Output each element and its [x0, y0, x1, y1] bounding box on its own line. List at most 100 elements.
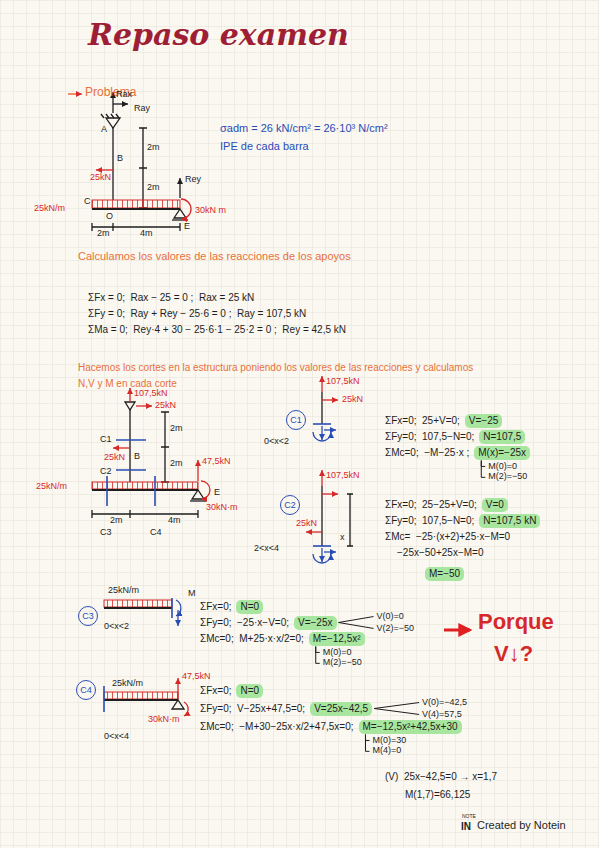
note-text: 107,5kN [326, 377, 360, 387]
free-body-c2 [313, 545, 331, 547]
cut-figure [113, 447, 130, 448]
note-text: M [188, 589, 196, 599]
leader-line [316, 647, 320, 664]
leader-line [366, 735, 370, 741]
note-text: Porque [478, 610, 554, 634]
note-text: M(4)=0 [373, 746, 402, 756]
cut-figure [107, 440, 155, 506]
section-circle: C4 [76, 680, 96, 700]
structure-figure [92, 208, 180, 210]
note-text: 0<x<4 [104, 732, 129, 742]
note-text: ΣFy=0; 107,5−N=0; [385, 431, 474, 442]
note-text: B [117, 154, 123, 164]
structure-figure [101, 114, 119, 118]
note-text: (V) 25x−42,5=0 → x=1,7 [385, 771, 497, 782]
node-text: V=−25x [298, 617, 332, 628]
note-text: M(0)=0 [488, 462, 517, 472]
free-body-c3 [104, 607, 172, 609]
note-text: 4m [140, 229, 153, 239]
note-text: Rax [116, 90, 132, 100]
free-body-c2 [313, 554, 331, 563]
heading-arrow [68, 94, 82, 95]
note-text: ΣFx=0; 25+V=0; [385, 415, 460, 426]
leader-line [374, 703, 419, 709]
leader-line [374, 709, 419, 715]
note-text: ΣMc=0; −M+30−25x·x/2+47,5x=0; [200, 721, 354, 732]
structure-figure [92, 200, 180, 208]
leader-line [481, 461, 485, 467]
free-body-c2 [306, 470, 353, 563]
note-text: IN [461, 821, 471, 832]
heading-arrow [68, 93, 82, 95]
cut-figure [129, 410, 130, 482]
note-text: 0<x<2 [104, 622, 129, 632]
result-highlight: N=107,5 kN [479, 514, 540, 528]
note-text: ΣFy=0; 107,5−N=0; [385, 515, 474, 526]
note-text: V(0)=0 [377, 612, 404, 622]
note-text: σadm = 26 kN/cm² = 26·10³ N/cm² [220, 122, 388, 134]
note-text: 25kN [342, 395, 363, 405]
note-text: C [84, 197, 91, 207]
note-text: 107,5kN [326, 471, 360, 481]
note-text: C2 [100, 467, 112, 477]
note-text: 30kN m [195, 206, 226, 216]
free-body-c1 [313, 432, 331, 441]
note-text: ΣFx=0; [200, 601, 231, 612]
cut-figure [92, 388, 210, 518]
node-text: C1 [290, 416, 302, 425]
node-text: C4 [80, 686, 92, 695]
note-text: Created by Notein [477, 819, 566, 831]
node-text: N=107,5 [483, 431, 521, 442]
result-highlight: N=0 [236, 600, 263, 614]
free-body-c4 [184, 702, 188, 716]
node-text: N=0 [240, 601, 259, 612]
note-text: Hacemos los cortes en la estructura poni… [78, 362, 473, 373]
free-body-c2 [321, 470, 322, 486]
note-text: M(0)=30 [373, 736, 407, 746]
note-text: 30kN·m [148, 715, 180, 725]
cut-figure [129, 388, 130, 402]
note-text: NOTE [462, 814, 476, 820]
structure-figure [174, 209, 186, 218]
node-text: N=0 [240, 685, 259, 696]
note-text: 25kN/m [34, 204, 65, 214]
node-text: C2 [284, 501, 296, 510]
note-text: Rey [185, 175, 201, 185]
structure-figure [172, 219, 188, 220]
page-title: Repaso examen [88, 18, 349, 51]
node-text: M=−50 [429, 568, 460, 579]
question-arrow [444, 629, 470, 632]
note-text: 25kN/m [108, 586, 139, 596]
result-highlight: V=25x−42,5 [310, 702, 372, 716]
note-text: ΣFy=0; V−25x+47,5=0; [200, 703, 305, 714]
cut-figure [161, 412, 169, 482]
note-text: E [184, 222, 190, 232]
cut-figure [201, 481, 210, 499]
result-highlight: V=−25x [294, 616, 336, 630]
note-text: 25kN [296, 519, 317, 529]
note-text: ΣFx=0; [200, 685, 231, 696]
result-highlight: N=0 [236, 684, 263, 698]
free-body-c1 [313, 423, 331, 425]
free-body-c4 [104, 678, 188, 716]
cut-figure [190, 500, 206, 501]
note-text: V(2)=−50 [377, 624, 415, 634]
note-text: 2<x<4 [254, 544, 279, 554]
note-text: 47,5kN [202, 457, 231, 467]
free-body-c2 [324, 551, 336, 552]
free-body-c4 [172, 700, 184, 709]
question-arrow [444, 630, 470, 631]
note-text: V(4)=57,5 [422, 710, 462, 720]
note-text: V(0)=−42,5 [422, 698, 467, 708]
note-text: 2m [147, 143, 160, 153]
cut-figure [192, 490, 204, 499]
note-text: A [101, 125, 107, 135]
note-text: 2m [97, 229, 110, 239]
note-text: 25kN/m [112, 679, 143, 689]
structure-figure [181, 199, 191, 219]
note-text: C3 [100, 528, 112, 538]
note-text: 25kN [104, 453, 125, 463]
